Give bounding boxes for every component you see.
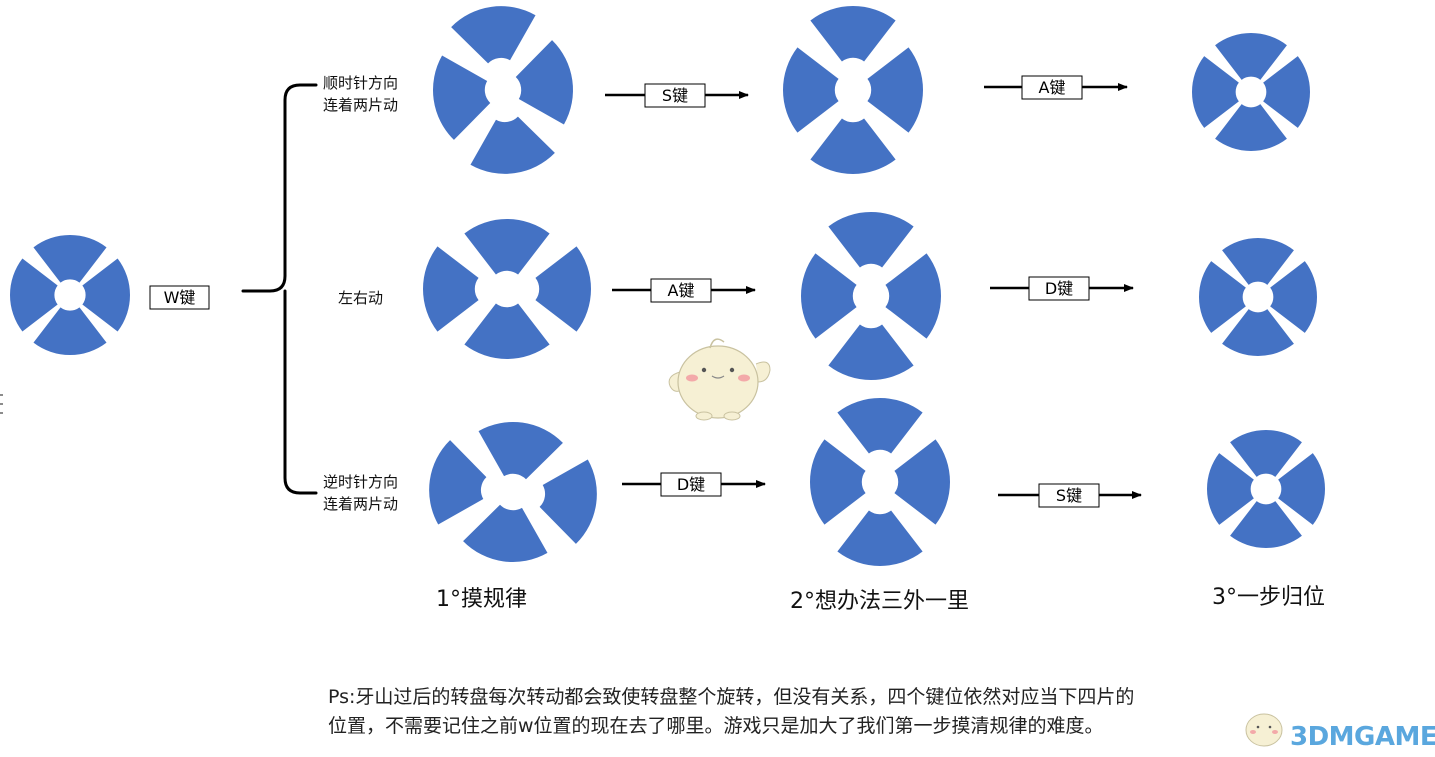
watermark-logo: 3DMGAME bbox=[1290, 722, 1435, 752]
disc-segment-top bbox=[478, 421, 563, 480]
disc-segment-left bbox=[429, 440, 487, 525]
disc-segment-top bbox=[451, 6, 536, 64]
label-clockwise-line2: 连着两片动 bbox=[323, 96, 399, 114]
disc-segment-top bbox=[837, 398, 923, 454]
disc-segment-top bbox=[828, 212, 914, 268]
disc-segment-top bbox=[810, 6, 896, 62]
disc-segment-left bbox=[783, 47, 839, 133]
arrow-row2-step2: D键 bbox=[990, 276, 1134, 301]
edge-marks bbox=[0, 394, 3, 414]
disc-segment-bottom bbox=[810, 118, 896, 174]
arrow-row1-step1: S键 bbox=[605, 83, 749, 108]
disc-segment-bottom bbox=[1215, 104, 1287, 151]
disc-segment-top bbox=[1222, 238, 1294, 285]
disc-segment-top bbox=[1215, 33, 1287, 80]
disc-row1-solved bbox=[1191, 33, 1311, 151]
arrow-row3-step2: S键 bbox=[998, 483, 1142, 508]
disc-segment-right bbox=[885, 253, 941, 339]
branch-bracket bbox=[241, 83, 318, 495]
disc-segment-bottom bbox=[1222, 309, 1294, 356]
disc-segment-top bbox=[464, 219, 550, 275]
disc-segment-right bbox=[1263, 56, 1311, 128]
footnote: Ps:牙山过后的转盘每次转动都会致使转盘整个旋转，但没有关系，四个键位依然对应当… bbox=[328, 683, 1328, 741]
label-counterclockwise: 逆时针方向 连着两片动 bbox=[323, 471, 398, 515]
disc-segment-right bbox=[867, 47, 923, 133]
disc-segment-right bbox=[539, 459, 597, 544]
disc-segment-right bbox=[535, 246, 591, 332]
stage-2-label: 2°想办法三外一里 bbox=[790, 589, 969, 614]
svg-text:W键: W键 bbox=[164, 288, 196, 307]
mascot-icon bbox=[668, 338, 771, 421]
disc-segment-bottom bbox=[1230, 501, 1302, 548]
label-ccw-line2: 连着两片动 bbox=[323, 495, 399, 513]
disc-segment-bottom bbox=[828, 324, 914, 380]
disc-segment-left bbox=[1191, 56, 1239, 128]
disc-segment-left bbox=[801, 253, 857, 339]
svg-text:A键: A键 bbox=[668, 281, 695, 300]
disc-segment-bottom bbox=[470, 116, 555, 174]
disc-segment-right bbox=[1278, 453, 1325, 525]
arrow-row1-step2: A键 bbox=[984, 75, 1128, 100]
label-clockwise-line1: 顺时针方向 bbox=[323, 74, 399, 92]
disc-row1-state1 bbox=[432, 6, 574, 174]
disc-segment-right bbox=[894, 439, 950, 525]
footnote-line2: 位置，不需要记住之前w位置的现在去了哪里。游戏只是加大了我们第一步摸清规律的难度… bbox=[328, 715, 1104, 737]
disc-segment-left bbox=[1199, 261, 1246, 333]
disc-row2-state2 bbox=[801, 212, 941, 380]
disc-segment-right bbox=[1270, 261, 1317, 333]
footnote-line1: Ps:牙山过后的转盘每次转动都会致使转盘整个旋转，但没有关系，四个键位依然对应当… bbox=[328, 686, 1135, 708]
svg-text:S键: S键 bbox=[1056, 486, 1082, 505]
disc-row1-state2 bbox=[783, 6, 923, 174]
svg-text:A键: A键 bbox=[1039, 78, 1066, 97]
arrow-row3-step1: D键 bbox=[622, 472, 766, 497]
svg-text:D键: D键 bbox=[677, 475, 705, 494]
disc-segment-left bbox=[9, 258, 58, 332]
label-left-right: 左右动 bbox=[338, 289, 384, 307]
label-ccw-line1: 逆时针方向 bbox=[323, 473, 399, 491]
w-key: W键 bbox=[149, 285, 210, 310]
disc-segment-bottom bbox=[463, 504, 548, 563]
disc-segment-top bbox=[33, 235, 107, 283]
stage-1-label: 1°摸规律 bbox=[436, 587, 527, 612]
disc-row3-state1 bbox=[429, 421, 597, 563]
disc-segment-bottom bbox=[464, 303, 550, 359]
svg-text:D键: D键 bbox=[1045, 279, 1073, 298]
disc-segment-right bbox=[82, 258, 131, 332]
label-clockwise: 顺时针方向 连着两片动 bbox=[323, 72, 398, 116]
disc-segment-left bbox=[423, 246, 479, 332]
disc-row2-state1 bbox=[423, 219, 591, 359]
disc-row2-solved bbox=[1199, 238, 1317, 356]
stage-3-label: 3°一步归位 bbox=[1212, 585, 1325, 610]
disc-row3-solved bbox=[1207, 430, 1325, 548]
disc-segment-bottom bbox=[837, 510, 923, 566]
disc-segment-right bbox=[515, 40, 574, 125]
arrow-row2-step1: A键 bbox=[612, 278, 756, 303]
watermark-mascot-icon bbox=[1245, 713, 1283, 747]
disc-segment-left bbox=[1207, 453, 1254, 525]
disc-initial bbox=[9, 235, 131, 355]
disc-segment-bottom bbox=[33, 307, 107, 355]
disc-segment-left bbox=[432, 55, 491, 140]
disc-segment-left bbox=[810, 439, 866, 525]
svg-text:S键: S键 bbox=[662, 86, 688, 105]
disc-segment-top bbox=[1230, 430, 1302, 477]
disc-row3-state2 bbox=[810, 398, 950, 566]
